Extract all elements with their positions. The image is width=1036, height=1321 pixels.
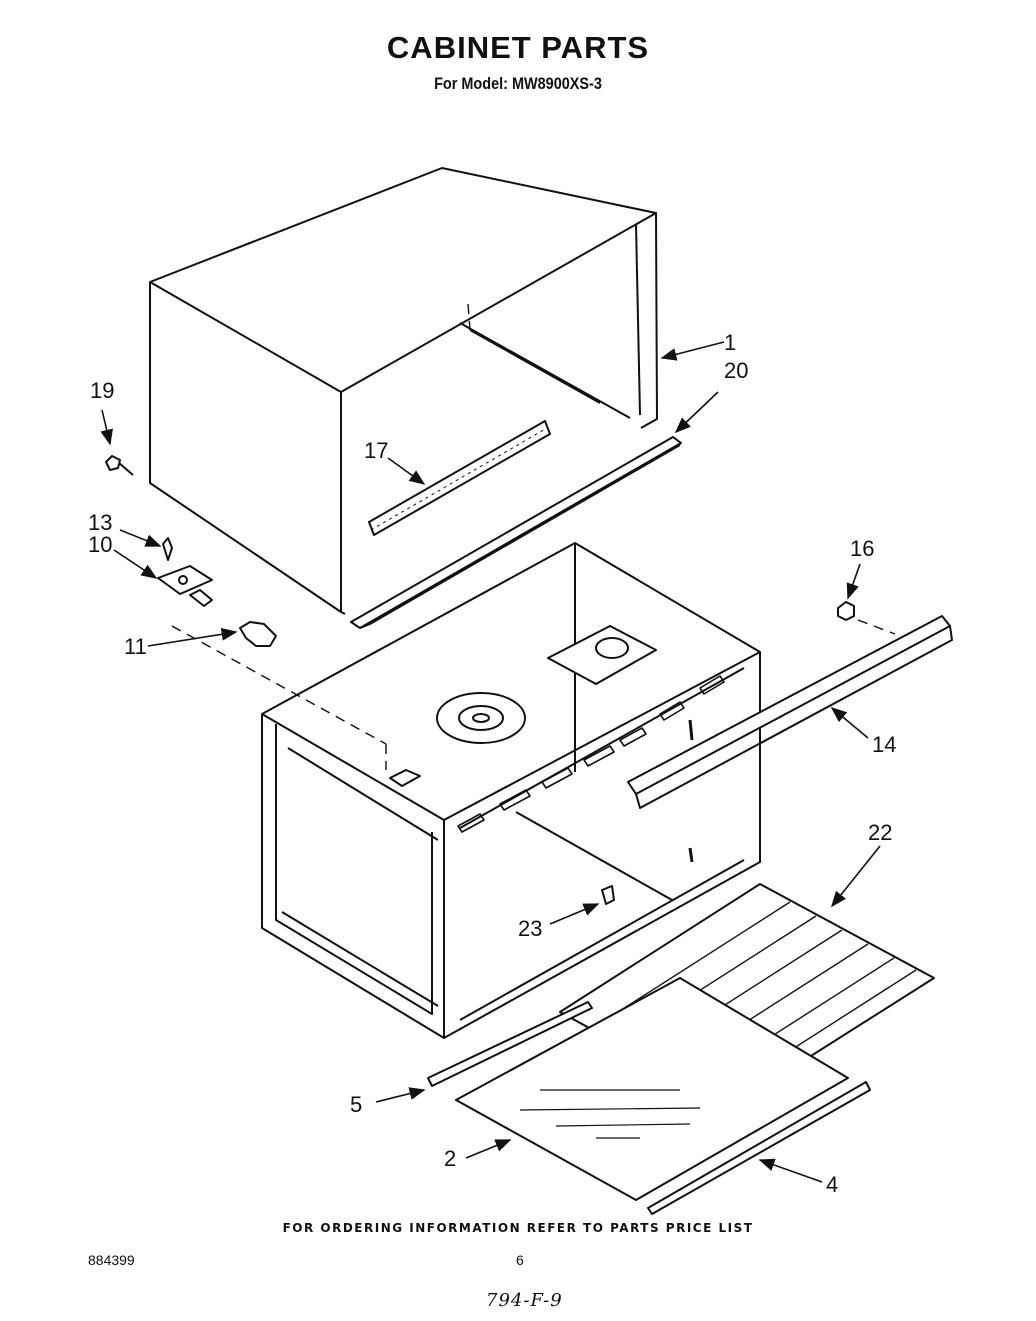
callout-16: 16	[850, 536, 874, 561]
model-subtitle: For Model: MW8900XS-3	[434, 74, 602, 93]
part-19-screw	[105, 455, 134, 476]
document-number: 884399	[88, 1252, 135, 1268]
leader-20	[674, 391, 719, 434]
part-2-tray	[455, 977, 849, 1201]
leader-19	[100, 409, 113, 446]
callout-14: 14	[872, 732, 896, 757]
leader-13	[119, 529, 162, 547]
callout-1: 1	[724, 330, 736, 355]
part-16-nut	[837, 601, 855, 621]
leader-1	[660, 341, 725, 361]
leader-2	[465, 1139, 512, 1159]
callout-22: 22	[868, 820, 892, 845]
leader-22	[831, 845, 881, 908]
leader-10	[113, 549, 158, 579]
callout-10: 10	[88, 532, 112, 557]
cabinet-wrapper	[149, 167, 658, 615]
ordering-note: FOR ORDERING INFORMATION REFER TO PARTS …	[282, 1221, 754, 1235]
leader-14	[830, 706, 869, 739]
callout-20: 20	[724, 358, 748, 383]
callout-4: 4	[826, 1172, 838, 1197]
leader-16	[846, 563, 861, 600]
leader-4	[758, 1158, 823, 1183]
callout-23: 23	[518, 916, 542, 941]
leader-23	[549, 903, 600, 925]
callout-17: 17	[364, 438, 388, 463]
callout-13: 13	[88, 510, 112, 535]
part-14-front-rail	[627, 615, 953, 809]
part-20-trim-rail	[350, 436, 682, 629]
part-5-trim-strip	[427, 1001, 593, 1087]
callout-5: 5	[350, 1092, 362, 1117]
leader-5	[375, 1087, 426, 1103]
leader-11	[147, 627, 238, 647]
part-4-strip	[647, 1081, 871, 1215]
page-number: 6	[516, 1252, 524, 1268]
callout-11: 11	[124, 634, 147, 659]
callout-19: 19	[90, 378, 114, 403]
handwritten-note: 794-F-9	[486, 1290, 563, 1311]
leader-17	[387, 457, 426, 485]
part-17-strip	[368, 420, 551, 536]
lamp-assembly	[157, 537, 277, 647]
page-title: CABINET PARTS	[386, 30, 650, 65]
callout-2: 2	[444, 1146, 456, 1171]
